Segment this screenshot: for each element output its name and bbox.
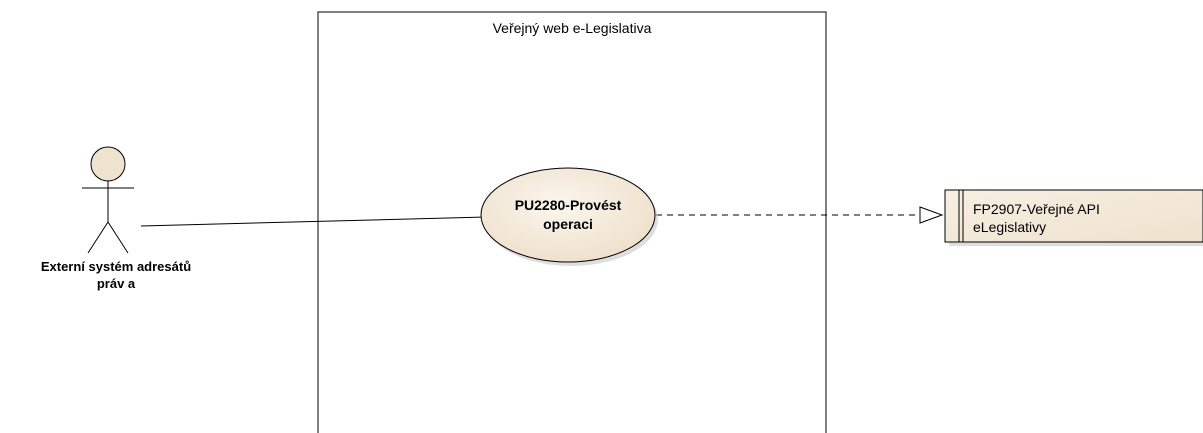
system-boundary[interactable] xyxy=(317,11,827,433)
use-case-label: PU2280-Provést operaci xyxy=(478,196,658,234)
association-line xyxy=(140,216,487,227)
component-label: FP2907-Veřejné API eLegislativy xyxy=(973,200,1198,236)
use-case-label-line1: PU2280-Provést xyxy=(514,197,622,213)
component-label-line1: FP2907-Veřejné API xyxy=(973,201,1100,217)
use-case-ellipse[interactable] xyxy=(480,167,658,266)
use-case-label-line2: operaci xyxy=(543,216,593,232)
component-box[interactable] xyxy=(944,189,1203,246)
actor-label-line1: Externí systém adresátů xyxy=(40,259,192,274)
component-label-line2: eLegislativy xyxy=(973,219,1047,235)
actor-figure[interactable] xyxy=(82,146,134,254)
actor-label: Externí systém adresátů práv a xyxy=(0,258,232,292)
actor-label-line2: práv a xyxy=(96,276,136,291)
dependency-arrow xyxy=(656,206,944,224)
boundary-title: Veřejný web e-Legislativa xyxy=(492,20,652,36)
